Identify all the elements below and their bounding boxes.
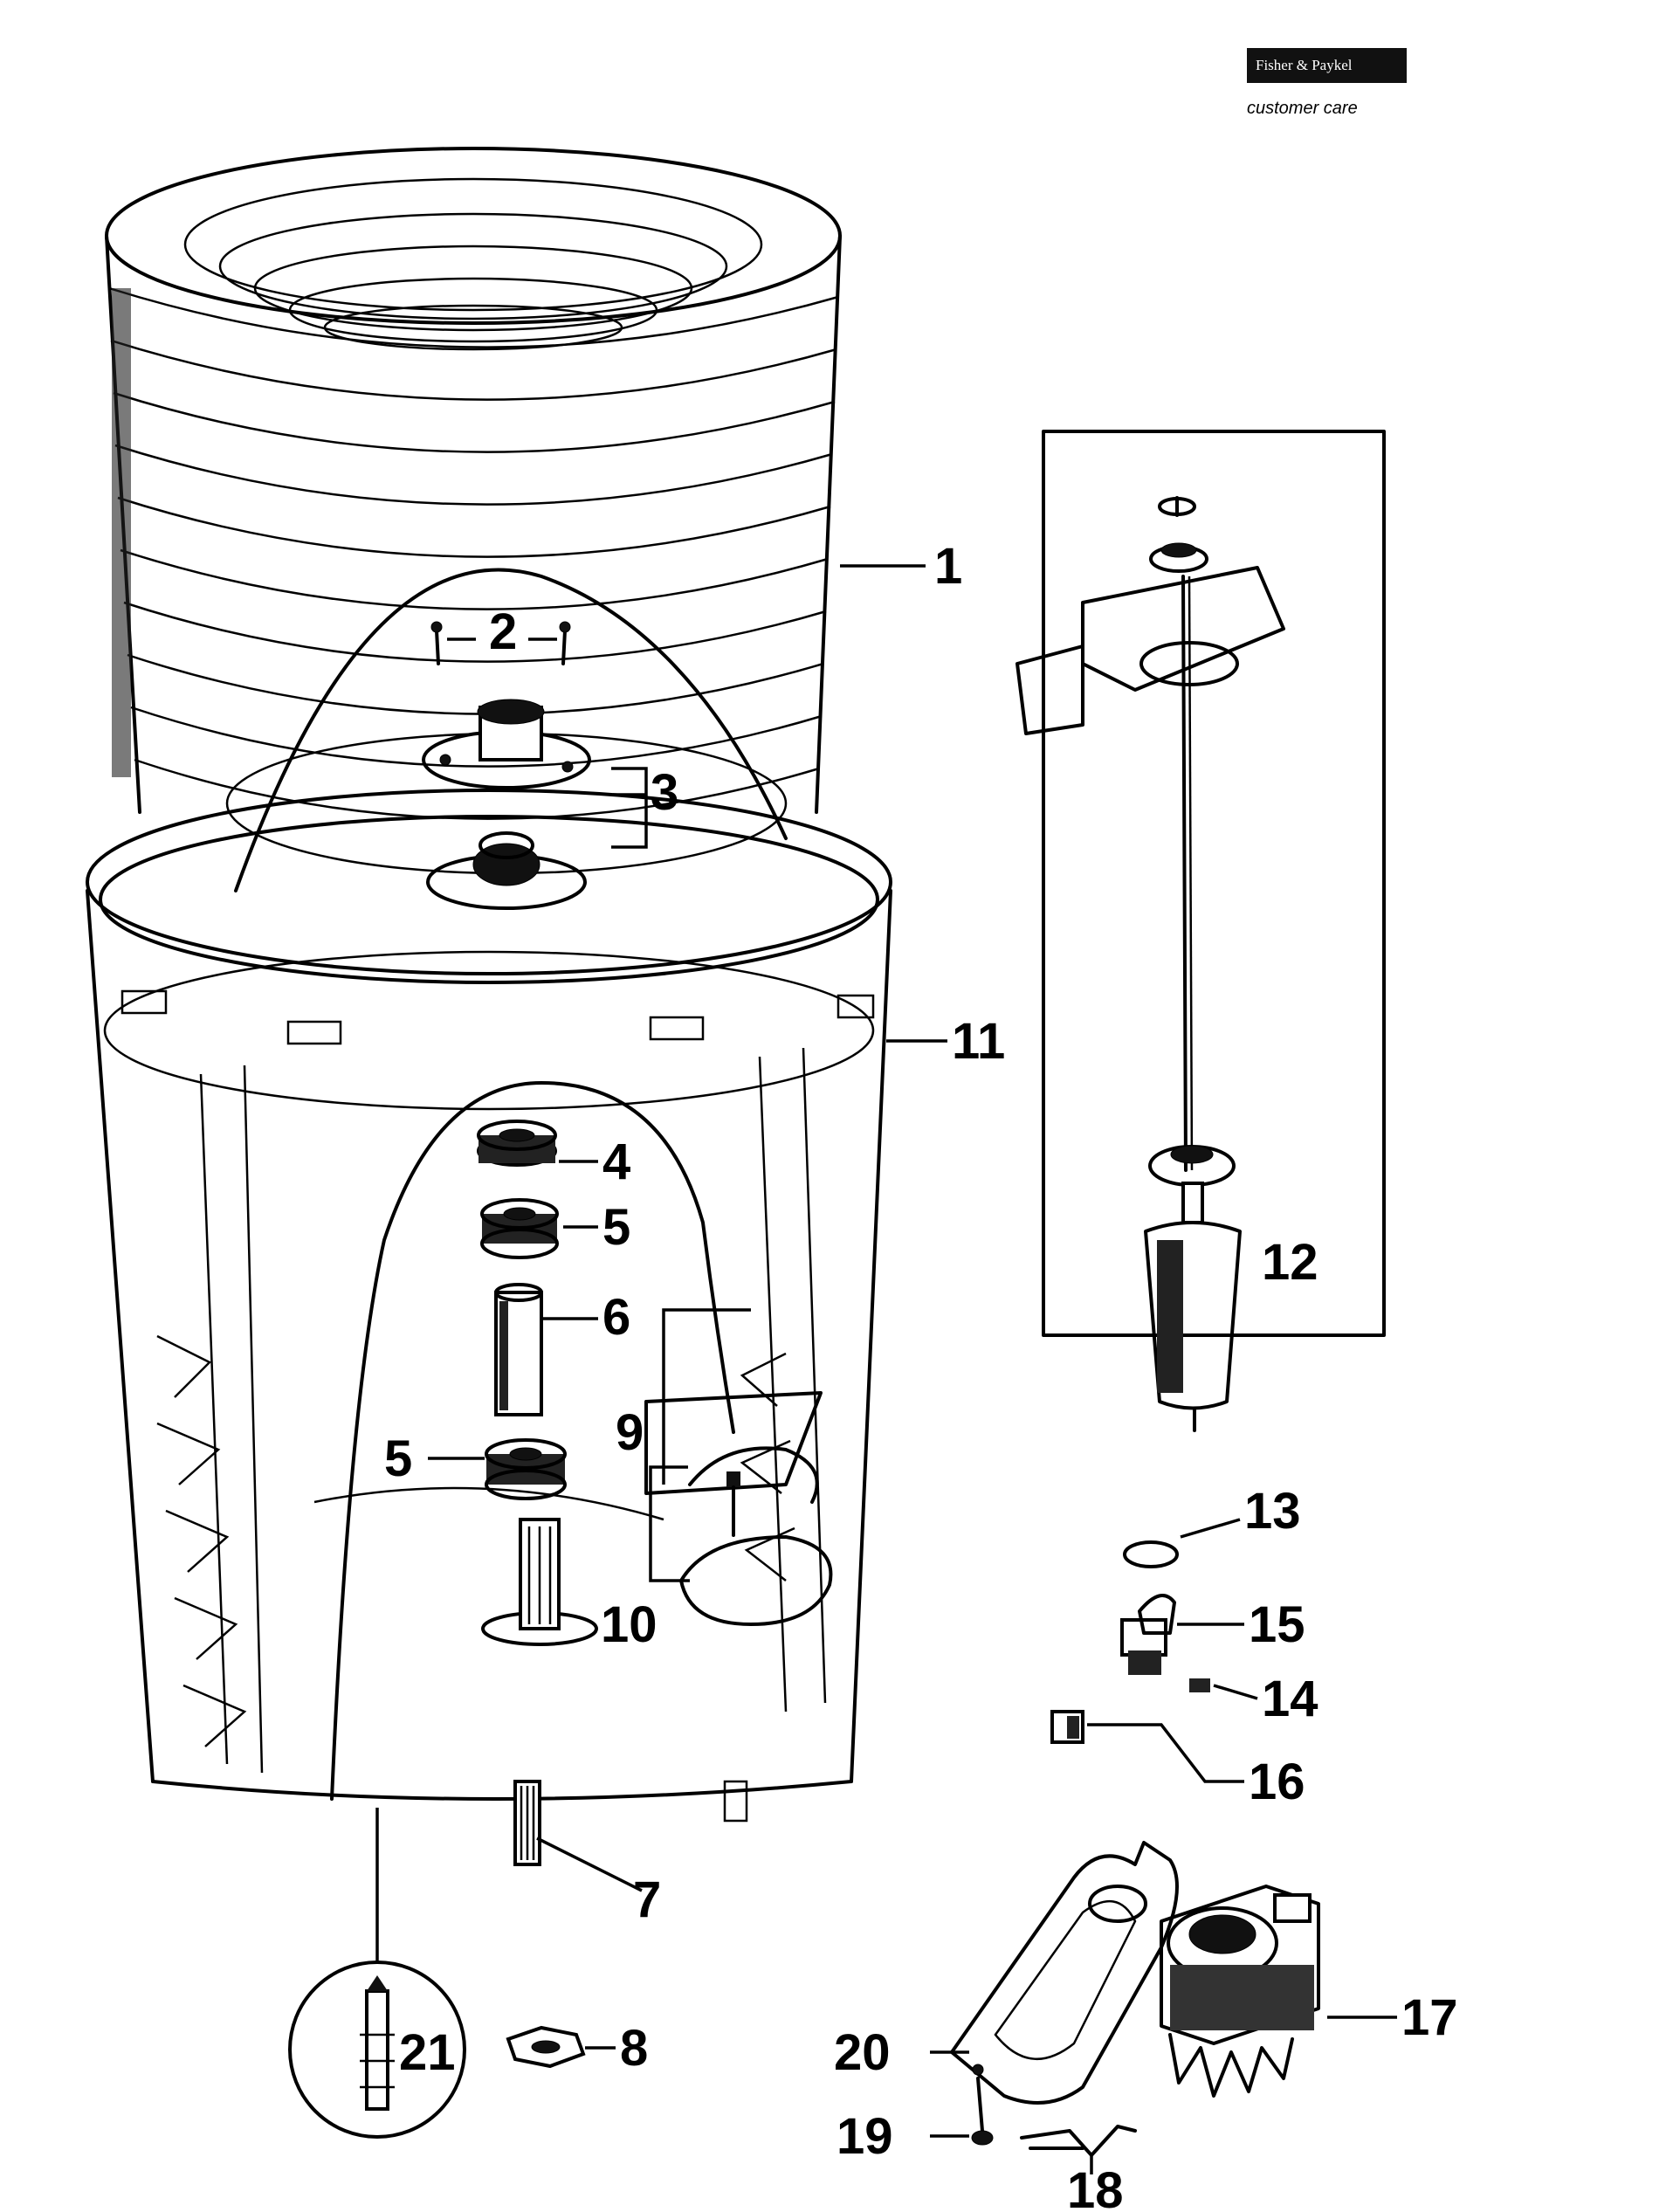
sleeve-part-6 — [494, 1283, 543, 1416]
wire-clip-part-18 — [1020, 2125, 1137, 2157]
spin-basket-drawing — [105, 147, 842, 910]
nut-part-8 — [506, 2025, 586, 2069]
callout-12: 12 — [1262, 1234, 1318, 1291]
callout-20: 20 — [834, 2024, 891, 2081]
callout-4: 4 — [602, 1134, 630, 1190]
spring-part-14 — [1189, 1678, 1210, 1692]
callout-17: 17 — [1401, 1989, 1458, 2046]
callout-11: 11 — [952, 1013, 1005, 1070]
screw-part-19 — [971, 2077, 994, 2146]
callout-1: 1 — [934, 538, 962, 595]
gasket-part-20 — [950, 1841, 1179, 2105]
valve-part-15 — [1120, 1594, 1176, 1675]
callout-5-lower: 5 — [384, 1430, 412, 1487]
callout-18: 18 — [1067, 2162, 1124, 2212]
brand-logo: Fisher & Paykel customer care — [1247, 48, 1407, 118]
callout-5-upper: 5 — [602, 1199, 630, 1256]
shaft-part-7 — [513, 1780, 541, 1866]
o-ring-part-13 — [1123, 1540, 1179, 1568]
leader-lines — [428, 564, 1397, 2174]
bolt-part-9 — [726, 1471, 740, 1537]
callout-13: 13 — [1244, 1483, 1301, 1540]
outer-tub-drawing — [86, 789, 892, 1823]
bearing-lower-part-5 — [485, 1438, 567, 1500]
callout-16: 16 — [1249, 1754, 1305, 1810]
clip-part-16 — [1050, 1710, 1084, 1744]
callout-21: 21 — [399, 2024, 456, 2081]
callout-3: 3 — [651, 764, 678, 821]
pump-assembly-box-part-12 — [1016, 430, 1386, 1432]
seal-part-4 — [477, 1120, 557, 1167]
screw-part-2 — [430, 621, 571, 665]
callout-8: 8 — [620, 2020, 648, 2077]
callout-19: 19 — [836, 2108, 893, 2165]
callout-2: 2 — [489, 603, 517, 660]
inset-detail-part-21 — [288, 1808, 466, 2139]
callout-14: 14 — [1262, 1671, 1318, 1727]
callout-7: 7 — [633, 1871, 661, 1928]
callout-labels: 1 2 3 11 4 5 6 5 9 10 12 13 15 14 16 7 8… — [384, 538, 1458, 2212]
hub-part-3 — [422, 699, 591, 910]
brake-bracket-part-10 — [644, 1391, 833, 1626]
callout-10: 10 — [601, 1596, 657, 1653]
bearing-upper-part-5 — [480, 1198, 559, 1259]
callout-6: 6 — [602, 1289, 630, 1346]
motor-part-17 — [1160, 1885, 1320, 2098]
callout-9: 9 — [616, 1404, 644, 1461]
callout-15: 15 — [1249, 1596, 1305, 1653]
brand-badge-text: Fisher & Paykel — [1256, 57, 1353, 73]
brand-sub-text: customer care — [1247, 99, 1358, 118]
